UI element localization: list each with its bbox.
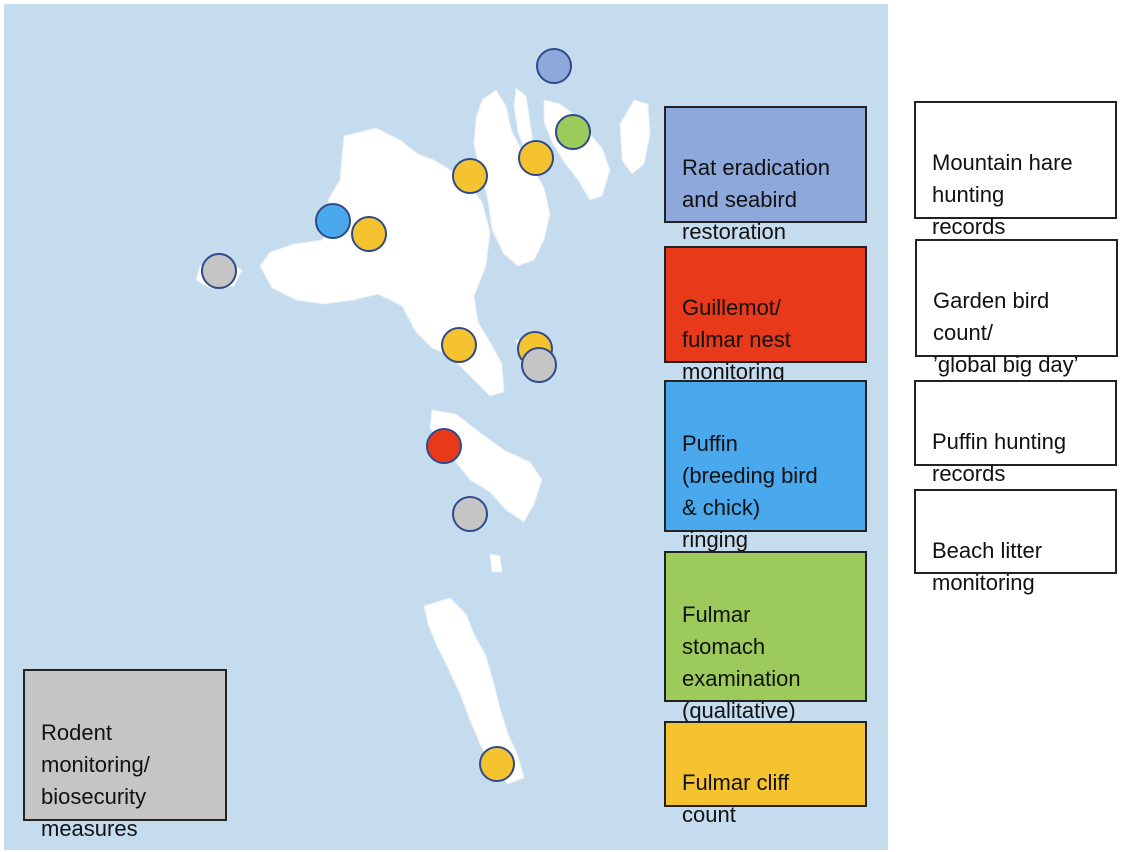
legend-rodent-monitoring: Rodent monitoring/ biosecurity measures	[23, 669, 227, 841]
map-marker-guillemot-fulmar-nest[interactable]	[426, 428, 462, 464]
map-marker-puffin-ringing[interactable]	[315, 203, 351, 239]
legend-label: Puffin (breeding bird & chick) ringing	[682, 431, 818, 552]
activity-garden-bird-count: Garden bird count/ ’global big day’	[915, 239, 1118, 377]
legend-label: Fulmar cliff count	[682, 770, 790, 827]
activity-puffin-hunting: Puffin hunting records	[914, 380, 1117, 486]
island-skuvoy	[489, 553, 503, 573]
map-marker-fulmar-cliff-count[interactable]	[518, 140, 554, 176]
islands-map	[195, 87, 651, 785]
map-marker-rodent-monitoring[interactable]	[521, 347, 557, 383]
activity-label: Puffin hunting records	[932, 429, 1067, 486]
activity-label: Mountain hare hunting records	[932, 150, 1073, 239]
activity-label: Beach litter monitoring	[932, 538, 1043, 595]
legend-label: Fulmar stomach examination (qualitative)	[682, 602, 801, 723]
map-marker-fulmar-cliff-count[interactable]	[479, 746, 515, 782]
legend-fulmar-stomach: Fulmar stomach examination (qualitative)	[664, 551, 867, 723]
legend-puffin-ringing: Puffin (breeding bird & chick) ringing	[664, 380, 867, 552]
map-marker-rodent-monitoring[interactable]	[201, 253, 237, 289]
map-marker-fulmar-cliff-count[interactable]	[441, 327, 477, 363]
legend-rat-eradication: Rat eradication and seabird restoration	[664, 106, 867, 244]
island-vidoy	[619, 99, 651, 175]
map-marker-fulmar-stomach[interactable]	[555, 114, 591, 150]
island-suduroy	[423, 597, 525, 785]
map-marker-rat-eradication[interactable]	[536, 48, 572, 84]
activity-beach-litter: Beach litter monitoring	[914, 489, 1117, 595]
map-marker-fulmar-cliff-count[interactable]	[452, 158, 488, 194]
legend-label: Guillemot/ fulmar nest monitoring	[682, 295, 791, 384]
activity-mountain-hare-hunting: Mountain hare hunting records	[914, 101, 1117, 239]
map-marker-rodent-monitoring[interactable]	[452, 496, 488, 532]
legend-fulmar-cliff-count: Fulmar cliff count	[664, 721, 867, 827]
legend-guillemot-fulmar-nest: Guillemot/ fulmar nest monitoring	[664, 246, 867, 384]
legend-label: Rodent monitoring/ biosecurity measures	[41, 720, 150, 841]
legend-label: Rat eradication and seabird restoration	[682, 155, 830, 244]
activity-label: Garden bird count/ ’global big day’	[933, 288, 1079, 377]
map-marker-fulmar-cliff-count[interactable]	[351, 216, 387, 252]
